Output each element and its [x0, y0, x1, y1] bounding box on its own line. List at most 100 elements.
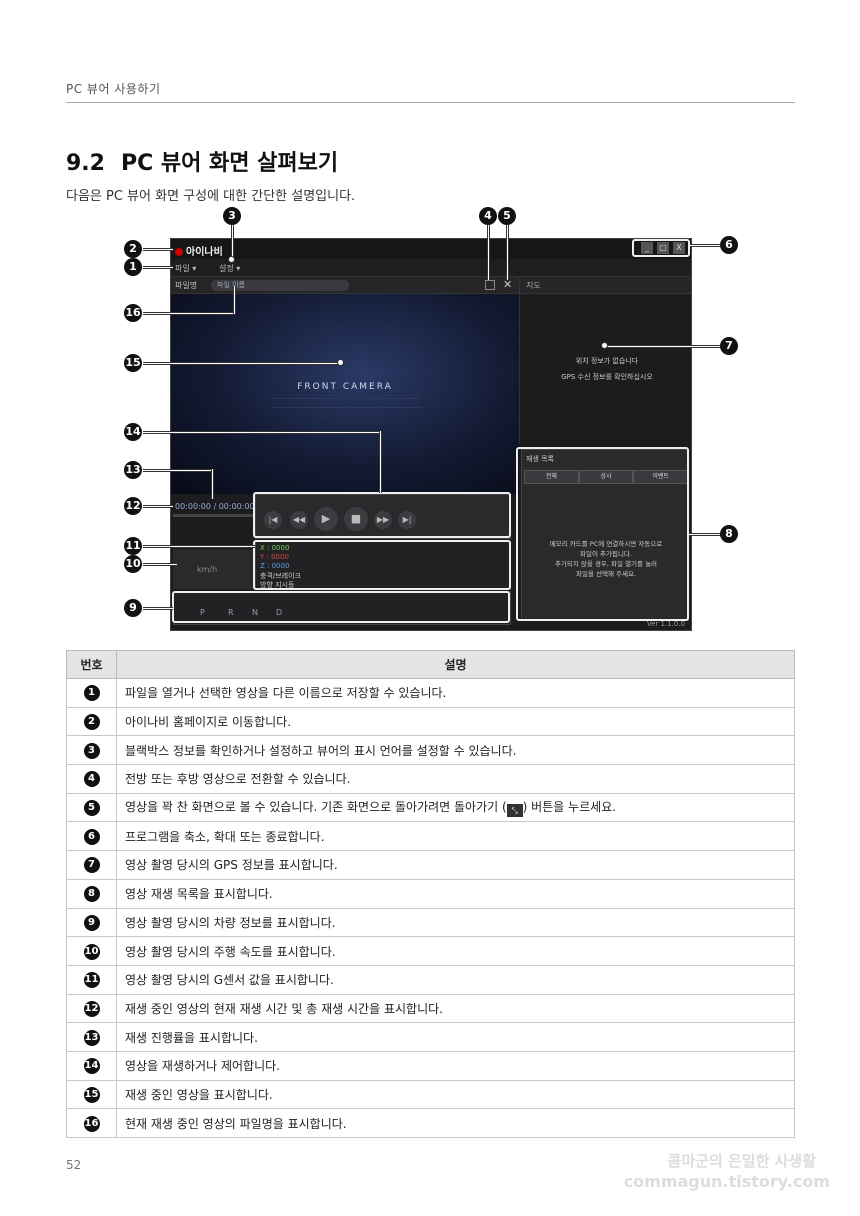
inavi-logo[interactable]: 아이나비	[175, 243, 223, 258]
close-button[interactable]: X	[673, 242, 685, 254]
speed-unit: km/h	[197, 565, 218, 574]
video-subtext	[271, 398, 421, 408]
number-badge: 9	[83, 914, 100, 931]
table-row: 3 블랙박스 정보를 확인하거나 설정하고 뷰어의 표시 언어를 설정할 수 있습…	[66, 735, 795, 766]
row-description-cell: 영상 촬영 당시의 차량 정보를 표시합니다.	[116, 907, 795, 938]
file-menu[interactable]: 파일 ▾	[175, 264, 197, 273]
row-description-cell: 재생 중인 영상의 현재 재생 시간 및 총 재생 시간을 표시합니다.	[116, 993, 795, 1024]
row-description-cell: 영상 촬영 당시의 GPS 정보를 표시합니다.	[116, 850, 795, 880]
number-badge: 5	[83, 800, 100, 817]
next-file-button[interactable]: ▶|	[398, 511, 416, 529]
header-divider	[66, 102, 795, 103]
row-number-cell: 7	[66, 850, 117, 880]
minimize-button[interactable]: _	[641, 242, 653, 254]
number-badge: 8	[83, 886, 100, 903]
video-display: FRONT CAMERA	[171, 294, 519, 494]
progress-bar[interactable]	[173, 514, 253, 517]
row-description: 블랙박스 정보를 확인하거나 설정하고 뷰어의 표시 언어를 설정할 수 있습니…	[125, 743, 517, 758]
callout-8: 8	[720, 525, 738, 543]
stop-button[interactable]: ■	[344, 507, 368, 531]
table-row: 4 전방 또는 후방 영상으로 전환할 수 있습니다.	[66, 764, 795, 794]
table-row: 7 영상 촬영 당시의 GPS 정보를 표시합니다.	[66, 850, 795, 880]
leader-6	[690, 244, 720, 247]
gps-tab[interactable]: 지도	[526, 281, 541, 290]
gear-d: D	[276, 608, 283, 617]
row-number-cell: 12	[66, 993, 117, 1024]
camera-switch-icon[interactable]	[485, 280, 495, 290]
row-description-cell: 파일을 열거나 선택한 영상을 다른 이름으로 저장할 수 있습니다.	[116, 678, 795, 708]
number-badge: 10	[83, 943, 100, 960]
tab-normal[interactable]: 상시	[578, 470, 634, 484]
playlist-tabs: 전체 상시 이벤트	[524, 470, 689, 484]
row-description-cell: 영상 재생 목록을 표시합니다.	[116, 878, 795, 909]
fast-forward-button[interactable]: ▶▶	[374, 511, 392, 529]
row-description: 영상 촬영 당시의 주행 속도를 표시합니다.	[125, 944, 336, 959]
row-description: 영상 재생 목록을 표시합니다.	[125, 887, 273, 902]
leader-dot-3	[228, 256, 235, 263]
gsensor-x: X : 0000	[260, 544, 290, 552]
row-number-cell: 11	[66, 964, 117, 995]
leader-12	[143, 505, 173, 508]
tab-all[interactable]: 전체	[524, 470, 579, 484]
prev-file-button[interactable]: |◀	[264, 511, 282, 529]
callout-11: 11	[124, 537, 142, 555]
row-description-cell: 영상 촬영 당시의 주행 속도를 표시합니다.	[116, 936, 795, 966]
row-number-cell: 9	[66, 907, 117, 938]
callout-3: 3	[223, 207, 241, 225]
leader-dot-15	[337, 359, 344, 366]
filename-field: 파일 이름	[211, 280, 349, 291]
section-header: PC 뷰어 사용하기	[66, 82, 161, 96]
callout-2: 2	[124, 240, 142, 258]
row-description-cell: 프로그램을 축소, 확대 또는 종료합니다.	[116, 821, 795, 852]
window-buttons: _ □ X	[641, 242, 685, 254]
maximize-button[interactable]: □	[657, 242, 669, 254]
logo-icon	[175, 248, 183, 256]
settings-menu[interactable]: 설정 ▾	[219, 264, 241, 273]
row-description-cell: 전방 또는 후방 영상으로 전환할 수 있습니다.	[116, 764, 795, 794]
callout-9: 9	[124, 599, 142, 617]
leader-3	[231, 225, 234, 259]
row-number-cell: 5	[66, 792, 117, 823]
leader-13b	[211, 469, 214, 499]
row-number-cell: 4	[66, 764, 117, 794]
rewind-button[interactable]: ◀◀	[290, 511, 308, 529]
row-description: 전방 또는 후방 영상으로 전환할 수 있습니다.	[125, 772, 351, 787]
version-label: Ver 1.1.0.0	[646, 620, 685, 628]
callout-6: 6	[720, 236, 738, 254]
row-number-cell: 2	[66, 706, 117, 737]
gear-n: N	[252, 608, 258, 617]
fullscreen-icon[interactable]: ✕	[503, 278, 513, 291]
callout-12: 12	[124, 497, 142, 515]
logo-text: 아이나비	[186, 247, 223, 258]
viewer-titlebar: 아이나비 _ □ X	[171, 239, 691, 259]
row-description: 재생 중인 영상을 표시합니다.	[125, 1087, 273, 1102]
row-description: 재생 진행률을 표시합니다.	[125, 1030, 258, 1045]
table-row: 9 영상 촬영 당시의 차량 정보를 표시합니다.	[66, 907, 795, 938]
callout-4: 4	[479, 207, 497, 225]
leader-15	[143, 362, 341, 365]
watermark-line-1: 콤마군의 은밀한 사생활	[667, 1152, 816, 1170]
time-panel: 00:00:00 / 00:00:00	[171, 494, 255, 539]
row-number-cell: 6	[66, 821, 117, 852]
row-description: 영상 촬영 당시의 GPS 정보를 표시합니다.	[125, 858, 338, 873]
gps-message-1: 위치 정보가 없습니다	[575, 357, 639, 365]
intro-text: 다음은 PC 뷰어 화면 구성에 대한 간단한 설명입니다.	[66, 189, 356, 204]
play-button[interactable]: ▶	[314, 507, 338, 531]
number-badge: 7	[83, 857, 100, 874]
number-badge: 3	[83, 742, 100, 759]
playback-time: 00:00:00 / 00:00:00	[175, 502, 255, 511]
number-badge: 14	[83, 1058, 100, 1075]
row-description-end: ) 버튼을 누르세요.	[522, 800, 617, 815]
leader-8	[689, 533, 721, 536]
leader-dot-7	[601, 342, 608, 349]
playlist-msg-1: 메모리 카드를 PC에 연결하시면 자동으로	[549, 540, 663, 548]
number-badge: 11	[83, 972, 100, 989]
